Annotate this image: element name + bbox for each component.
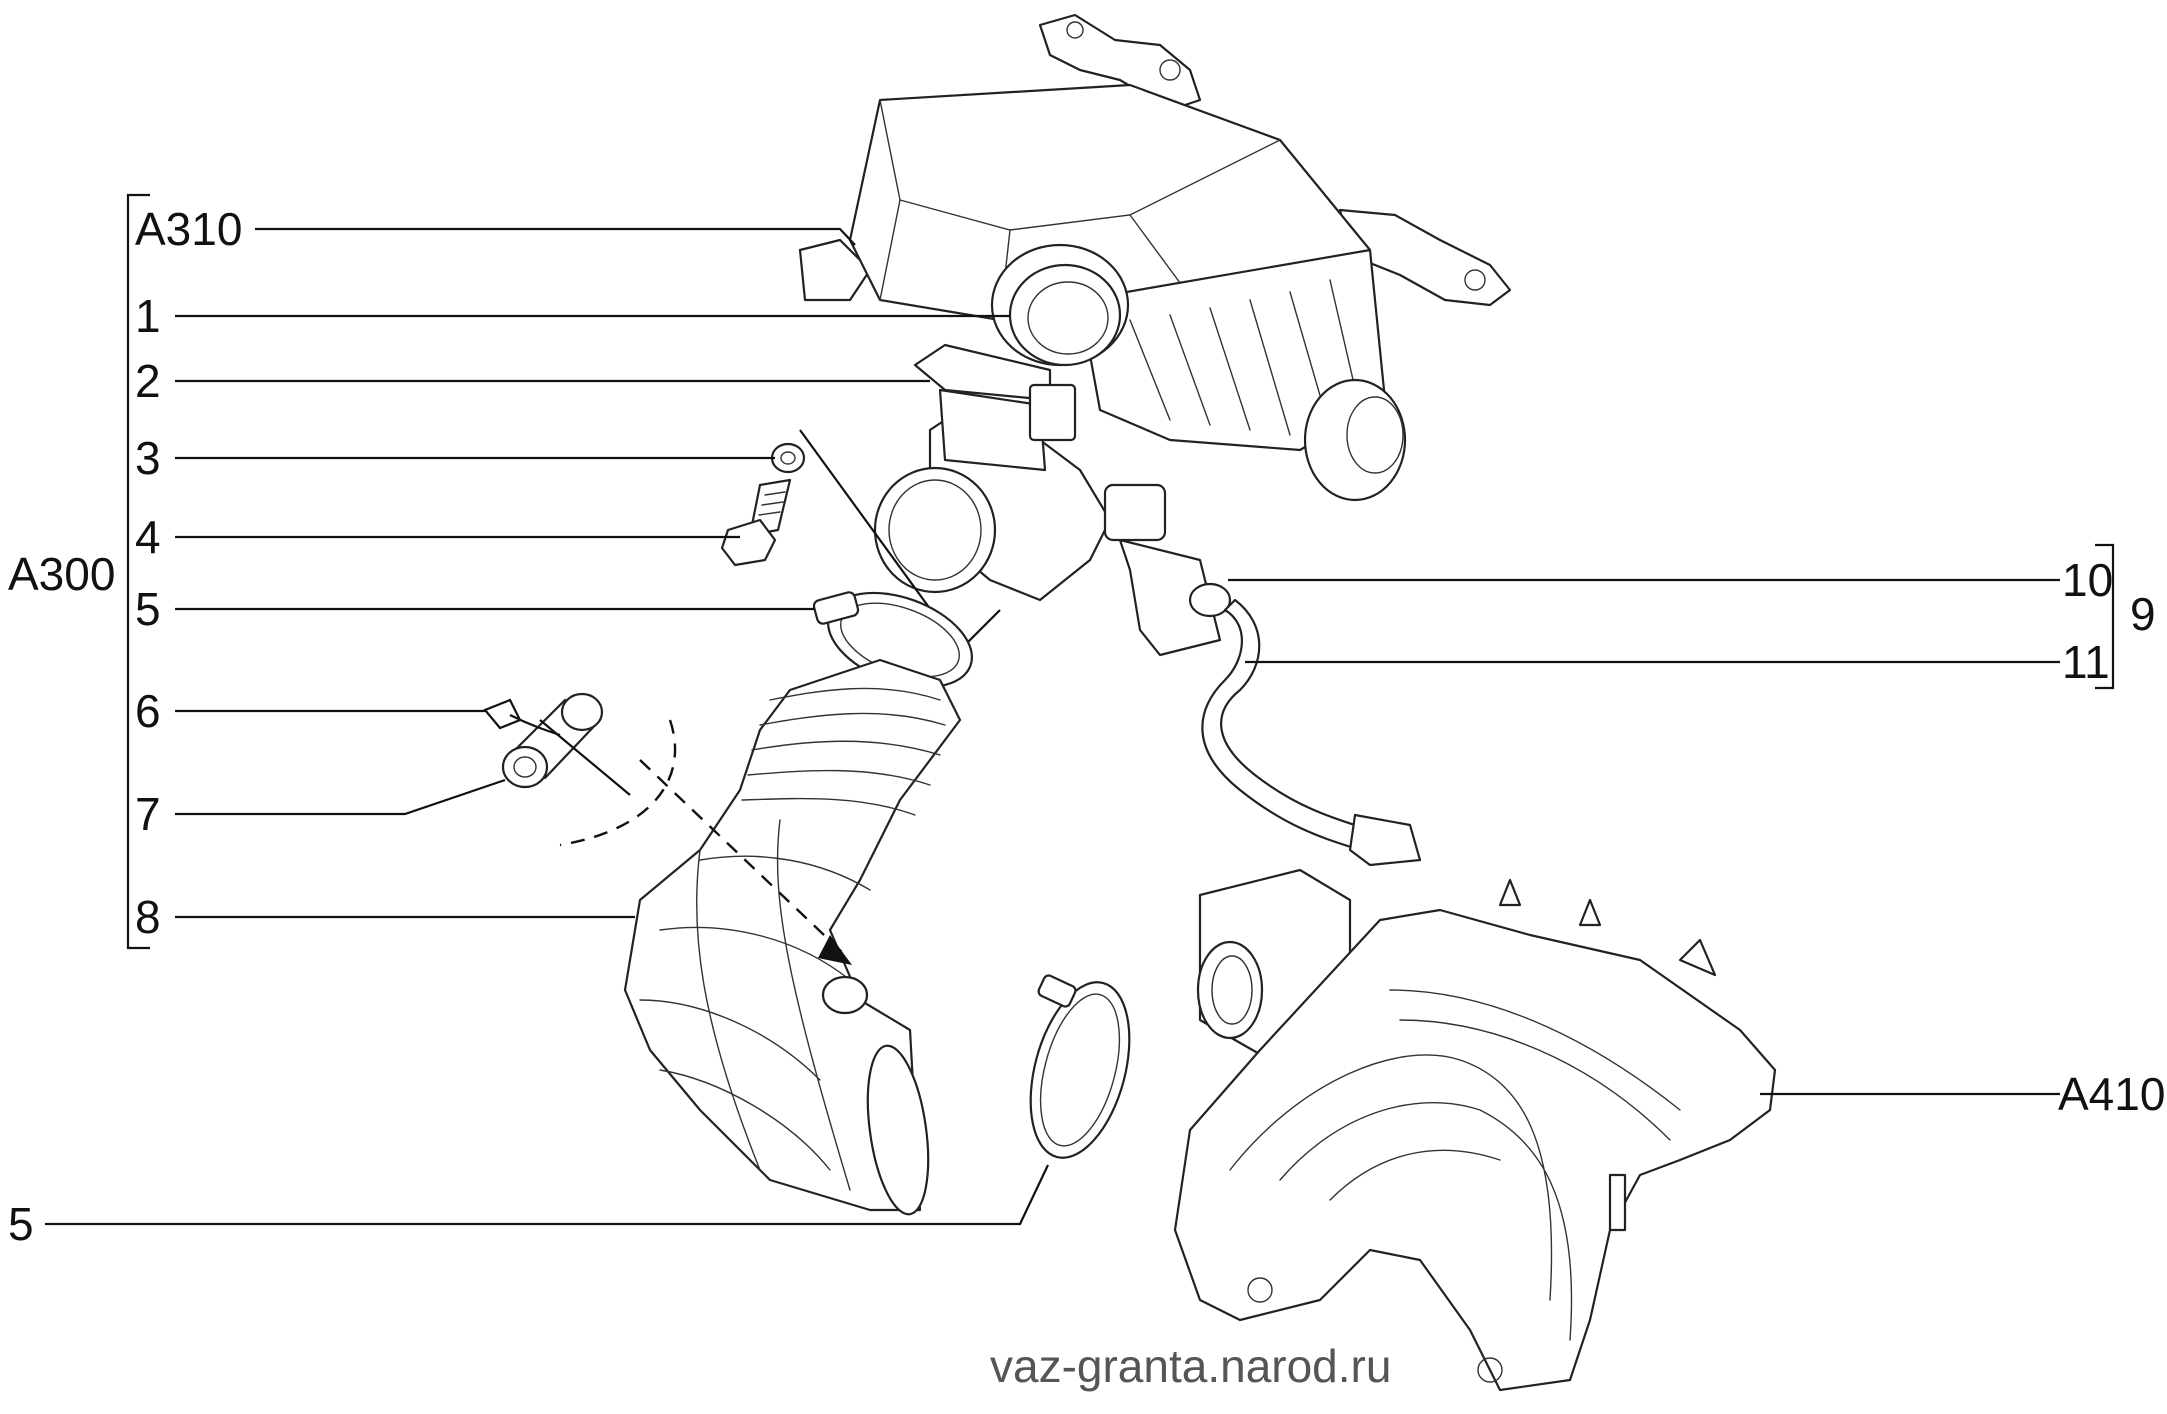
label-part-4: 4: [135, 511, 161, 563]
group-bracket-9: [2095, 543, 2115, 690]
label-part-8: 8: [135, 891, 161, 943]
pressure-sensor-part-10: [1103, 483, 1232, 657]
label-part-11: 11: [2062, 636, 2110, 688]
label-part-2: 2: [135, 355, 161, 407]
vacuum-hose-part-11: [1201, 598, 1422, 867]
label-part-3: 3: [135, 432, 161, 484]
air-filter-housing: [798, 13, 1512, 502]
label-a410: A410: [2058, 1068, 2165, 1120]
group-bracket-a300: [126, 193, 150, 950]
tube-part-7: [501, 692, 631, 796]
label-part-10: 10: [2062, 554, 2113, 606]
label-part-5-top: 5: [135, 583, 161, 635]
bolt-part-4: [720, 478, 792, 567]
label-a300: A300: [8, 548, 115, 600]
mass-air-flow-sensor-part-2: [873, 343, 1112, 602]
leader-lines: [45, 227, 2060, 1226]
label-part-6: 6: [135, 685, 161, 737]
label-part-5-bottom: 5: [8, 1198, 34, 1250]
label-part-1: 1: [135, 290, 161, 342]
hose-clamp-part-5-bottom: [1029, 974, 1131, 1159]
watermark-text: vaz-granta.narod.ru: [990, 1340, 1391, 1392]
intake-hose-part-8: [623, 658, 962, 1216]
label-a310: A310: [135, 203, 242, 255]
wire-part-6: [483, 698, 561, 737]
sealing-ring-part-1: [1008, 263, 1122, 367]
direction-arrow: [818, 935, 852, 965]
label-part-7: 7: [135, 788, 161, 840]
label-part-9: 9: [2130, 588, 2156, 640]
intake-manifold: [1173, 868, 1777, 1392]
washer-part-3: [770, 442, 806, 474]
